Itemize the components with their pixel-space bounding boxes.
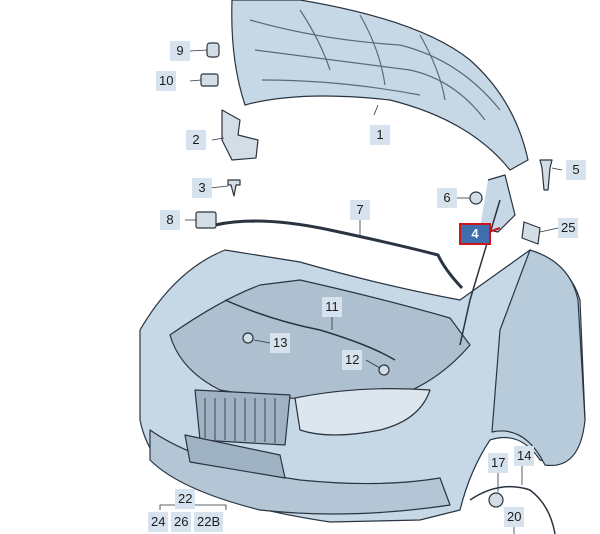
callout-24[interactable]: 24 bbox=[148, 512, 169, 532]
engine-bay bbox=[169, 279, 471, 400]
callout-6[interactable]: 6 bbox=[437, 188, 457, 208]
callout-25[interactable]: 25 bbox=[558, 218, 579, 238]
headlight bbox=[294, 388, 431, 436]
callout-14[interactable]: 14 bbox=[514, 446, 535, 466]
callout-1[interactable]: 1 bbox=[370, 125, 390, 145]
seal-strip bbox=[214, 219, 464, 290]
screw-part-5 bbox=[539, 159, 553, 191]
callout-8[interactable]: 8 bbox=[160, 210, 180, 230]
part-10 bbox=[200, 73, 219, 87]
callout-4[interactable]: 4 bbox=[459, 223, 491, 245]
bonnet-part bbox=[231, 0, 529, 171]
callout-13[interactable]: 13 bbox=[270, 333, 291, 353]
nut-part-6 bbox=[469, 191, 483, 205]
radiator-grille bbox=[194, 389, 291, 446]
release-cable bbox=[224, 299, 396, 361]
callout-20[interactable]: 20 bbox=[504, 507, 525, 527]
callout-26[interactable]: 26 bbox=[171, 512, 192, 532]
callout-22b[interactable]: 22B bbox=[194, 512, 224, 532]
callout-17[interactable]: 17 bbox=[488, 453, 509, 473]
callout-22[interactable]: 22 bbox=[175, 489, 196, 509]
fender-panel bbox=[491, 249, 586, 467]
callout-3[interactable]: 3 bbox=[192, 178, 212, 198]
bracket-part-25 bbox=[521, 221, 541, 245]
clip-part-12 bbox=[378, 364, 390, 376]
bolt-part-3 bbox=[227, 179, 241, 197]
callout-5[interactable]: 5 bbox=[566, 160, 586, 180]
callout-2[interactable]: 2 bbox=[186, 130, 206, 150]
callout-9[interactable]: 9 bbox=[170, 41, 190, 61]
grommet-part-17 bbox=[488, 492, 504, 508]
cable-14 bbox=[469, 485, 556, 534]
callout-7[interactable]: 7 bbox=[350, 200, 370, 220]
clip-part-8 bbox=[195, 211, 217, 229]
clip-part-13 bbox=[242, 332, 254, 344]
part-9 bbox=[206, 42, 220, 58]
callout-12[interactable]: 12 bbox=[342, 350, 363, 370]
callout-10[interactable]: 10 bbox=[156, 71, 177, 91]
lock-part-2 bbox=[221, 109, 259, 161]
callout-11[interactable]: 11 bbox=[322, 297, 342, 317]
